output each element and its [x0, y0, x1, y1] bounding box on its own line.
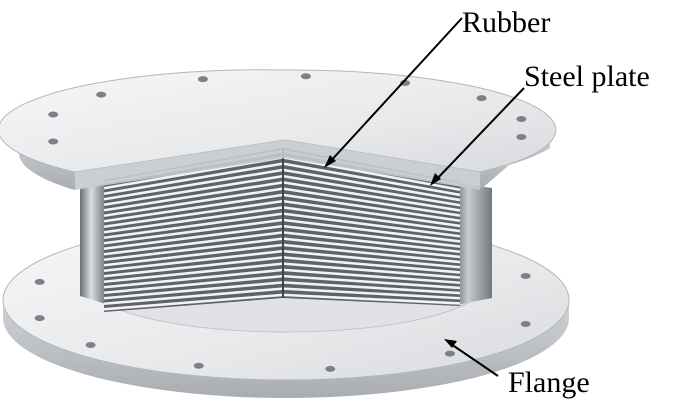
steel-plate-layer: [103, 231, 284, 256]
bolt-hole: [476, 95, 487, 102]
bolt-hole: [193, 362, 204, 369]
steel-plate-layer: [103, 199, 284, 229]
top-flange-bolt-holes: [48, 73, 527, 145]
steel-plate-layer: [282, 218, 461, 243]
steel-plate-layer: [282, 187, 461, 217]
steel-plate-layer: [282, 162, 461, 197]
steel-plate-layer: [103, 249, 284, 273]
flange-label: Flange: [508, 366, 590, 399]
steel-plate-layer: [282, 256, 461, 274]
bolt-hole: [96, 91, 107, 98]
steel-plate-layer: [282, 274, 461, 290]
top-flange: [0, 69, 557, 190]
bolt-hole: [300, 73, 311, 80]
bolt-hole: [520, 320, 531, 327]
steel-plate-layer: [282, 237, 461, 259]
steel-plate-layer: [282, 243, 461, 264]
steel-plate-layer: [282, 262, 461, 279]
left-cut-face-layers: [103, 149, 284, 311]
steel-plate-layer: [103, 224, 284, 251]
steel-plate-layer: [282, 156, 461, 192]
bottom-flange-bolt-holes: [34, 273, 531, 372]
steel-plate-layer: [103, 168, 284, 201]
laminated-core: [80, 148, 492, 312]
rubber-leader-line: [327, 17, 463, 165]
steel-plate-layer: [103, 181, 284, 212]
steel-plate-layer: [282, 174, 461, 207]
steel-plate-layer: [282, 181, 461, 212]
steel-plate-layer: [282, 193, 461, 223]
steel-plate-layer: [103, 218, 284, 245]
steel-plate-leader-line: [433, 87, 525, 183]
steel-plate-layer: [282, 231, 461, 254]
steel-plate-layer: [103, 193, 284, 223]
steel-plate-layer: [103, 187, 284, 218]
steel-plate-layer: [103, 237, 284, 262]
steel-plate-layer: [103, 174, 284, 207]
steel-plate-leader-arrowhead: [430, 173, 441, 186]
rubber-leader-arrowhead: [324, 155, 336, 168]
steel-plate-layer: [282, 206, 461, 233]
steel-plate-layer: [103, 243, 284, 267]
bolt-hole: [516, 134, 527, 141]
steel-plate-layer: [282, 224, 461, 248]
steel-plate-layer: [103, 274, 284, 295]
steel-plate-layer: [103, 287, 284, 306]
steel-plate-layer: [282, 281, 461, 295]
flange-leader-arrowhead: [444, 339, 457, 348]
flange-leader-line: [447, 341, 499, 377]
bolt-hole: [34, 278, 45, 285]
bolt-hole: [520, 273, 531, 280]
steel-plate-layer: [103, 162, 284, 196]
steel-plate-layer: [282, 249, 461, 269]
rubber-label: Rubber: [462, 6, 550, 39]
steel-plate-layer: [282, 212, 461, 238]
bolt-hole: [48, 111, 59, 118]
steel-plate-layer: [103, 212, 284, 240]
steel-plate-layer: [282, 199, 461, 228]
bolt-hole: [516, 115, 527, 122]
steel-plate-layer: [282, 268, 461, 285]
leader-lines: [324, 17, 525, 377]
right-cut-face-layers: [282, 149, 461, 305]
steel-plate-layer: [282, 287, 461, 300]
steel-plate-label: Steel plate: [524, 60, 650, 93]
steel-plate-layer: [103, 281, 284, 300]
steel-plate-layer: [282, 293, 461, 305]
steel-plate-layer: [103, 256, 284, 278]
bolt-hole: [444, 350, 455, 357]
bolt-hole: [34, 315, 45, 322]
steel-plate-layer: [103, 206, 284, 234]
bolt-hole: [325, 365, 336, 372]
bolt-hole: [197, 76, 208, 83]
steel-plate-layer: [103, 293, 284, 311]
bolt-hole: [85, 341, 96, 348]
bolt-hole: [48, 138, 59, 145]
steel-plate-layer: [103, 262, 284, 284]
steel-plate-layer: [103, 268, 284, 289]
steel-plate-layer: [282, 168, 461, 202]
